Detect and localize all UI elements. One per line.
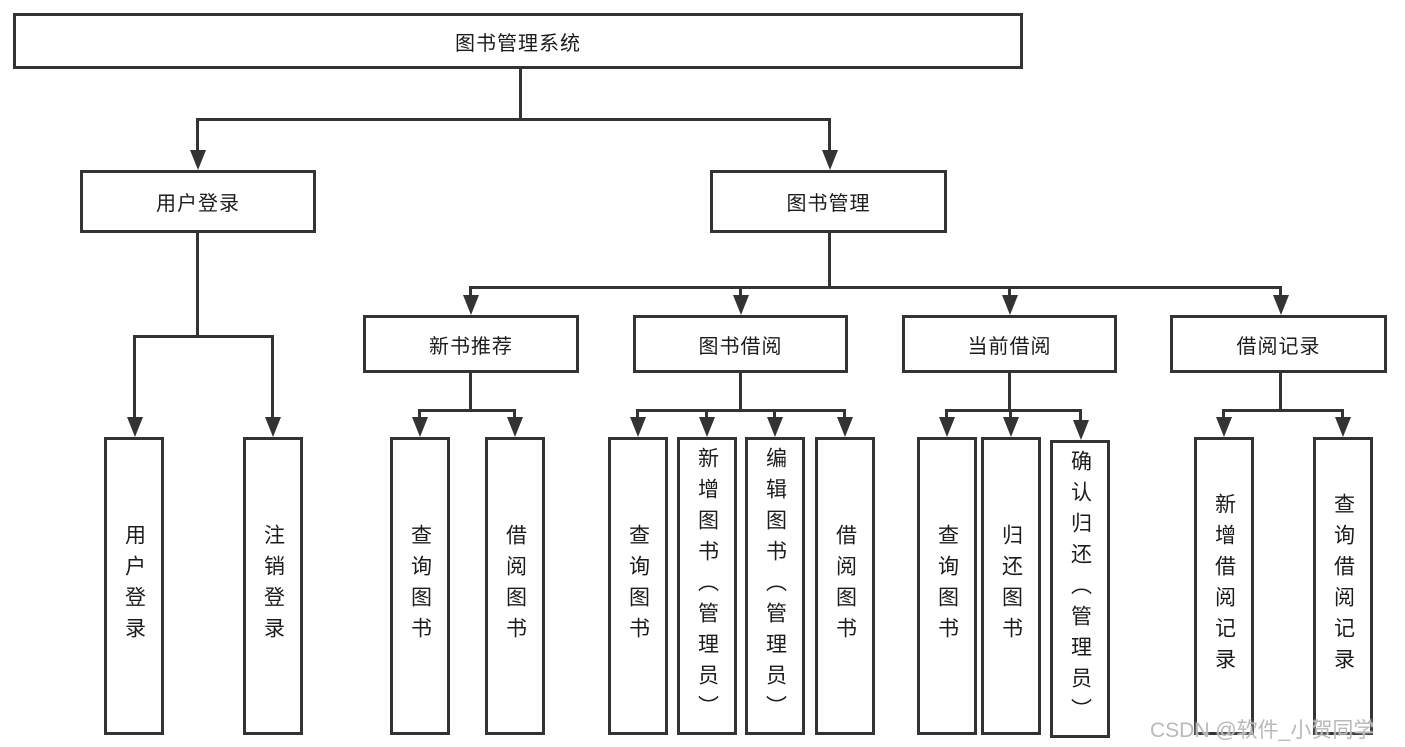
node-borrowing-records: 借阅记录 bbox=[1170, 315, 1387, 373]
connector-line bbox=[196, 118, 830, 121]
connector-line bbox=[1009, 409, 1012, 419]
connector-line bbox=[519, 66, 522, 120]
arrow-down-icon bbox=[190, 150, 206, 170]
connector-line bbox=[636, 409, 639, 419]
leaf-logout: 注销登录 bbox=[243, 437, 303, 735]
node-new-book-recommend-label: 新书推荐 bbox=[429, 335, 513, 358]
connector-line bbox=[271, 335, 274, 419]
arrow-down-icon bbox=[265, 417, 281, 437]
leaf-query-books-borrowing: 查询图书 bbox=[608, 437, 668, 735]
leaf-borrow-books-recommend: 借阅图书 bbox=[485, 437, 545, 735]
connector-line bbox=[1222, 409, 1344, 412]
leaf-add-books-admin-label: 新增图书（管理员） bbox=[695, 446, 719, 726]
connector-line bbox=[418, 409, 421, 419]
arrow-down-icon bbox=[127, 417, 143, 437]
connector-line bbox=[1079, 409, 1082, 422]
connector-line bbox=[739, 371, 742, 412]
leaf-confirm-return-admin: 确认归还（管理员） bbox=[1050, 440, 1110, 738]
csdn-watermark: CSDN @软件_小贺同学 bbox=[1150, 719, 1375, 742]
leaf-borrow-books-label: 借阅图书 bbox=[833, 524, 857, 648]
connector-line bbox=[513, 409, 516, 419]
leaf-query-borrow-record: 查询借阅记录 bbox=[1313, 437, 1373, 735]
leaf-query-books-current: 查询图书 bbox=[917, 437, 977, 735]
leaf-add-borrow-record: 新增借阅记录 bbox=[1194, 437, 1254, 735]
arrow-down-icon bbox=[767, 417, 783, 437]
connector-line bbox=[773, 409, 776, 419]
connector-line bbox=[469, 286, 1282, 289]
node-book-management-label: 图书管理 bbox=[786, 193, 871, 215]
arrow-down-icon bbox=[733, 295, 749, 315]
leaf-edit-books-admin: 编辑图书（管理员） bbox=[745, 437, 805, 735]
connector-line bbox=[1279, 371, 1282, 412]
leaf-query-books-current-label: 查询图书 bbox=[935, 524, 959, 648]
leaf-user-login: 用户登录 bbox=[104, 437, 164, 735]
leaf-edit-books-admin-label: 编辑图书（管理员） bbox=[763, 446, 787, 726]
arrow-down-icon bbox=[1216, 417, 1232, 437]
leaf-query-borrow-record-label: 查询借阅记录 bbox=[1331, 493, 1355, 679]
node-root: 图书管理系统 bbox=[13, 13, 1023, 69]
leaf-return-books: 归还图书 bbox=[981, 437, 1041, 735]
arrow-down-icon bbox=[1002, 295, 1018, 315]
connector-line bbox=[945, 409, 1082, 412]
arrow-down-icon bbox=[939, 417, 955, 437]
node-book-borrowing-label: 图书借阅 bbox=[698, 335, 783, 358]
connector-line bbox=[133, 335, 274, 338]
connector-line bbox=[1008, 286, 1011, 297]
arrow-down-icon bbox=[1273, 295, 1289, 315]
connector-line bbox=[739, 286, 742, 297]
connector-line bbox=[418, 409, 516, 412]
connector-line bbox=[469, 286, 472, 297]
connector-line bbox=[196, 118, 199, 152]
connector-line bbox=[705, 409, 708, 419]
connector-line bbox=[196, 231, 199, 338]
connector-line bbox=[828, 118, 831, 152]
connector-line bbox=[843, 409, 846, 419]
arrow-down-icon bbox=[699, 417, 715, 437]
leaf-return-books-label: 归还图书 bbox=[999, 524, 1023, 648]
leaf-query-books-recommend-label: 查询图书 bbox=[408, 524, 432, 648]
arrow-down-icon bbox=[1335, 417, 1351, 437]
node-borrowing-records-label: 借阅记录 bbox=[1236, 335, 1321, 358]
leaf-confirm-return-admin-label: 确认归还（管理员） bbox=[1068, 449, 1092, 729]
node-new-book-recommend: 新书推荐 bbox=[363, 315, 579, 373]
connector-line bbox=[636, 409, 846, 412]
connector-line bbox=[133, 335, 136, 419]
connector-line bbox=[828, 231, 831, 289]
node-current-borrowing: 当前借阅 bbox=[902, 315, 1117, 373]
connector-line bbox=[469, 371, 472, 412]
connector-line bbox=[1222, 409, 1225, 419]
node-user-login-label: 用户登录 bbox=[156, 193, 240, 215]
node-root-label: 图书管理系统 bbox=[455, 32, 581, 55]
connector-line bbox=[1341, 409, 1344, 419]
leaf-query-books-borrowing-label: 查询图书 bbox=[626, 524, 650, 648]
node-book-management: 图书管理 bbox=[710, 170, 947, 233]
arrow-down-icon bbox=[1073, 420, 1089, 440]
node-current-borrowing-label: 当前借阅 bbox=[967, 335, 1052, 358]
leaf-borrow-books: 借阅图书 bbox=[815, 437, 875, 735]
leaf-user-login-label: 用户登录 bbox=[122, 524, 146, 648]
connector-line bbox=[945, 409, 948, 419]
leaf-borrow-books-recommend-label: 借阅图书 bbox=[503, 524, 527, 648]
leaf-query-books-recommend: 查询图书 bbox=[390, 437, 450, 735]
arrow-down-icon bbox=[412, 417, 428, 437]
node-user-login: 用户登录 bbox=[80, 170, 316, 233]
arrow-down-icon bbox=[630, 417, 646, 437]
arrow-down-icon bbox=[507, 417, 523, 437]
connector-line bbox=[1008, 371, 1011, 412]
leaf-add-borrow-record-label: 新增借阅记录 bbox=[1212, 493, 1236, 679]
arrow-down-icon bbox=[822, 150, 838, 170]
arrow-down-icon bbox=[837, 417, 853, 437]
arrow-down-icon bbox=[1003, 417, 1019, 437]
connector-line bbox=[1279, 286, 1282, 297]
leaf-logout-label: 注销登录 bbox=[261, 524, 285, 648]
leaf-add-books-admin: 新增图书（管理员） bbox=[677, 437, 737, 735]
arrow-down-icon bbox=[463, 295, 479, 315]
node-book-borrowing: 图书借阅 bbox=[633, 315, 848, 373]
